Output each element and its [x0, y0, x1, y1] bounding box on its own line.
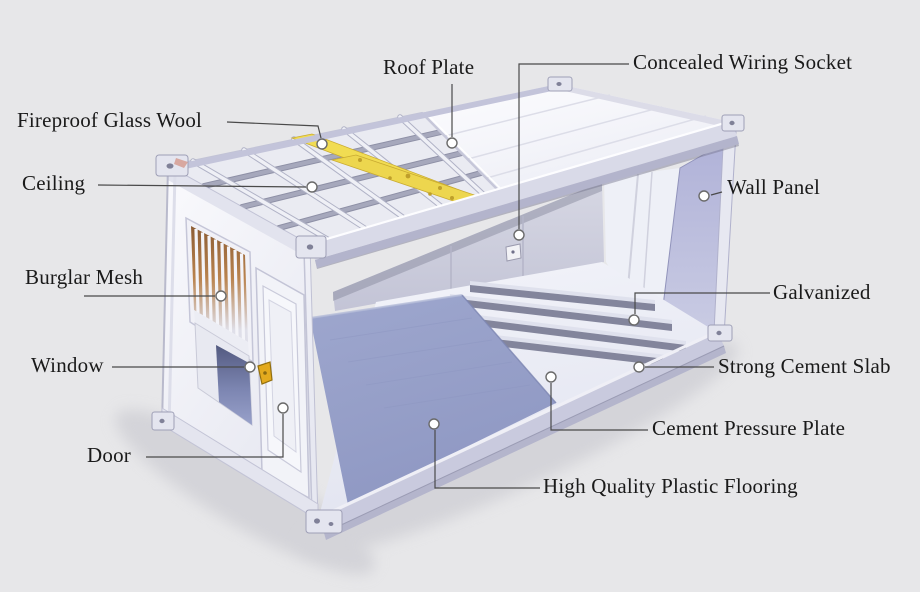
leader-high-quality-plastic-flooring [434, 430, 540, 489]
plastic-flooring [309, 294, 557, 505]
label-roof-plate: Roof Plate [383, 55, 475, 79]
door-panel [255, 266, 310, 500]
galvanized-joists [410, 281, 692, 369]
leader-fireproof-glass-wool [226, 121, 322, 139]
leader-wall-panel [710, 191, 723, 196]
roof-right-edge [556, 84, 732, 128]
marker-door [277, 402, 289, 414]
label-concealed-wiring-socket: Concealed Wiring Socket [633, 50, 853, 74]
marker-window [244, 361, 256, 373]
window-assembly [185, 216, 254, 426]
roof-front-fascia [309, 119, 739, 268]
corner-casting-bottom-left [151, 411, 175, 431]
marker-cement-pressure-plate [545, 371, 557, 383]
window-opening [216, 345, 252, 425]
leader-concealed-wiring-socket [518, 63, 629, 229]
label-high-quality-plastic-flooring: High Quality Plastic Flooring [543, 474, 798, 498]
label-fireproof-glass-wool: Fireproof Glass Wool [17, 108, 203, 132]
marker-strong-cement-slab [633, 361, 645, 373]
glass-wool-batts [290, 133, 494, 207]
label-strong-cement-slab: Strong Cement Slab [718, 354, 891, 378]
label-wall-panel: Wall Panel [727, 175, 821, 199]
leader-ceiling [97, 184, 307, 188]
marker-wall-panel [698, 190, 710, 202]
wall-top-band [166, 166, 310, 258]
marker-burglar-mesh [215, 290, 227, 302]
marker-galvanized [628, 314, 640, 326]
roof-back-edge-rail [168, 84, 566, 171]
door-handle [257, 361, 273, 385]
corner-casting-roof-right [721, 114, 745, 132]
corner-casting-roof-back [547, 76, 573, 92]
label-window: Window [31, 353, 104, 377]
wiring-socket [505, 243, 522, 262]
marker-concealed-wiring-socket [513, 229, 525, 241]
front-post-seam [303, 249, 313, 517]
label-door: Door [87, 443, 131, 467]
window-sill [194, 310, 249, 356]
burglar-mesh-bars [194, 228, 246, 342]
corner-casting-bottom-right [707, 324, 733, 342]
label-cement-pressure-plate: Cement Pressure Plate [652, 416, 846, 440]
label-burglar-mesh: Burglar Mesh [25, 265, 144, 289]
leader-lines [84, 63, 770, 489]
marker-ceiling [306, 181, 318, 193]
floor [309, 262, 726, 540]
corner-casting-roof-left [155, 154, 189, 177]
marker-roof-plate [446, 137, 458, 149]
marker-high-quality-plastic-flooring [428, 418, 440, 430]
leader-cement-pressure-plate [550, 383, 648, 431]
front-base-rail [317, 329, 726, 540]
corner-castings [151, 76, 745, 534]
back-wall [333, 182, 604, 311]
label-ceiling: Ceiling [22, 171, 86, 195]
label-galvanized: Galvanized [773, 280, 871, 304]
corner-casting-bottom-front [305, 509, 343, 534]
leader-galvanized [634, 292, 770, 314]
corner-casting-roof-front [295, 235, 327, 259]
leader-door [146, 414, 284, 458]
leader-markers [215, 137, 710, 430]
front-end-wall [161, 165, 319, 521]
back-wall-top-shadow [333, 182, 602, 301]
corner-accent [174, 158, 188, 168]
marker-fireproof-glass-wool [316, 138, 328, 150]
